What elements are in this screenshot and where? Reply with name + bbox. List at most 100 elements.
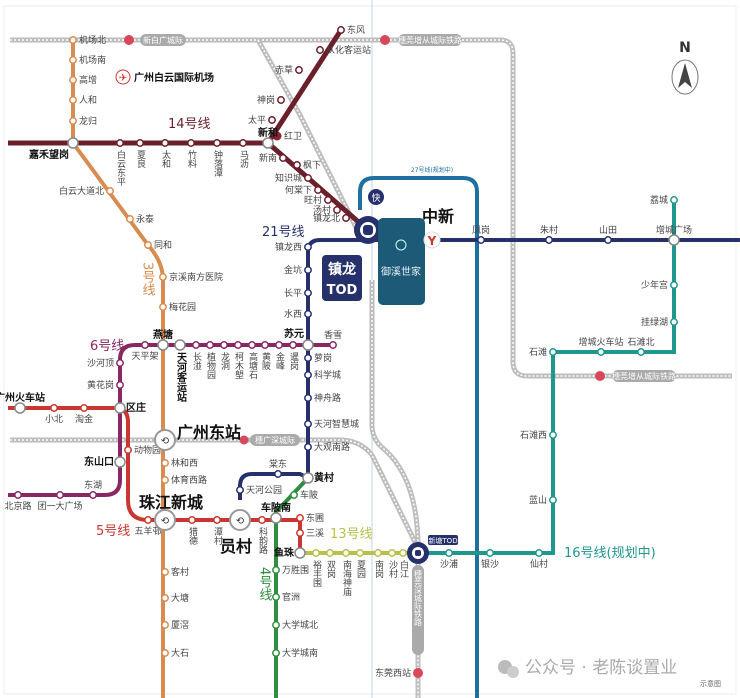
station-label[interactable]: 沙浦 [440,558,458,570]
station-label[interactable]: 三溪 [306,527,324,539]
station-label[interactable]: 蓝山 [529,494,547,506]
station-marker[interactable] [304,420,312,428]
station-marker[interactable] [296,514,304,522]
station-marker[interactable] [293,161,301,169]
station-label[interactable]: 镇龙北 [313,212,340,224]
station-label[interactable]: 小北 [45,414,63,425]
station-label[interactable]: 石滩 [529,346,547,358]
station-marker[interactable] [304,289,312,297]
station-marker[interactable] [80,404,88,412]
station-marker[interactable] [261,341,269,349]
station-label[interactable]: 厦滘 [171,620,189,631]
station-label[interactable]: 黄陂 [260,351,271,371]
station-marker[interactable] [161,594,169,602]
station-label[interactable]: 南海神庙 [341,559,352,597]
station-label[interactable]: 机场南 [79,54,106,66]
station-marker[interactable] [124,446,132,454]
station-label[interactable]: 人和 [79,95,97,106]
station-label[interactable]: 长湴 [191,351,202,370]
station-marker[interactable] [545,236,553,244]
station-marker[interactable] [670,281,678,289]
station-marker[interactable] [279,154,287,162]
station-marker[interactable] [549,496,557,504]
station-label[interactable]: 东风 [347,24,365,36]
station-label[interactable]: 白江 [398,559,409,579]
station-marker[interactable] [236,486,244,494]
station-label[interactable]: 大观南路 [314,441,350,453]
station-label[interactable]: 马沥 [238,150,249,169]
station-label[interactable]: 大学城北 [282,619,318,631]
station-label[interactable]: 黄村 [314,471,334,484]
station-label[interactable]: 增城广场 [656,224,692,236]
station-label[interactable]: 水西 [284,308,302,320]
station-label[interactable]: 体育西路 [171,474,207,486]
station-label[interactable]: 科学城 [314,369,341,381]
station-label[interactable]: 挂绿湖 [641,316,668,328]
station-label[interactable]: 科韵路 [257,526,268,555]
station-label[interactable]: 枫下 [303,159,321,171]
station-label[interactable]: 广州东站 [177,423,241,442]
station-marker[interactable] [486,549,494,557]
interchange-station-icon[interactable] [302,472,314,484]
interchange-station-icon[interactable] [157,339,169,351]
station-marker[interactable] [89,491,97,499]
station-label[interactable]: 动物园 [134,444,161,456]
interchange-station-icon[interactable] [114,402,126,414]
station-marker[interactable] [275,341,283,349]
station-marker[interactable] [159,273,167,281]
station-marker[interactable] [159,303,167,311]
station-label[interactable]: 苏元 [284,327,304,340]
station-label[interactable]: 从化客运站 [326,44,371,56]
station-label[interactable]: 钟落潭 [212,149,223,177]
station-label[interactable]: 高塘石 [247,351,258,380]
station-marker[interactable] [239,139,247,147]
station-marker[interactable] [289,341,297,349]
station-label[interactable]: 何棠下 [285,184,312,196]
station-marker[interactable] [188,516,196,524]
station-marker[interactable] [161,568,169,576]
station-label[interactable]: 潭村 [212,527,223,545]
station-label[interactable]: 萝岗 [314,353,332,364]
station-label[interactable]: 夏园 [355,560,366,579]
station-marker[interactable] [220,341,228,349]
station-label[interactable]: 官洲 [282,591,300,603]
station-marker[interactable] [342,549,350,557]
station-label[interactable]: 白云东平 [115,149,126,187]
station-marker[interactable] [213,139,221,147]
station-marker[interactable] [277,96,285,104]
station-marker[interactable] [14,491,22,499]
station-marker[interactable] [69,56,77,64]
station-marker[interactable] [304,174,312,182]
station-label[interactable]: 区庄 [126,401,146,414]
station-label[interactable]: 嘉禾望岗 [28,148,69,161]
station-marker[interactable] [161,459,169,467]
station-marker[interactable] [274,470,282,478]
station-marker[interactable] [304,394,312,402]
station-label[interactable]: 员村 [220,537,252,556]
station-label[interactable]: 银沙 [481,558,499,570]
station-label[interactable]: 长平 [284,287,302,299]
station-marker[interactable] [69,76,77,84]
station-marker[interactable] [304,443,312,451]
station-label[interactable]: 沙河顶 [87,357,114,369]
station-label[interactable]: 荔城 [650,194,668,206]
station-label[interactable]: 双岗 [325,560,336,578]
station-marker[interactable] [258,516,266,524]
station-label[interactable]: 山田 [599,225,617,236]
station-label[interactable]: 镇龙西 [275,241,302,253]
station-marker[interactable] [337,26,345,34]
station-marker[interactable] [141,341,149,349]
station-marker[interactable] [272,649,280,657]
station-marker[interactable] [116,359,124,367]
station-marker[interactable] [374,549,382,557]
station-label[interactable]: 东湖 [84,479,102,491]
station-marker[interactable] [161,621,169,629]
station-marker[interactable] [670,318,678,326]
station-marker[interactable] [604,236,612,244]
station-label[interactable]: 旺村 [304,194,322,206]
station-label[interactable]: 裕丰围 [311,559,322,588]
station-label[interactable]: 梅花园 [169,301,196,313]
station-marker[interactable] [445,549,453,557]
station-label[interactable]: 大石 [171,647,189,659]
station-label[interactable]: 大学城南 [282,647,318,659]
